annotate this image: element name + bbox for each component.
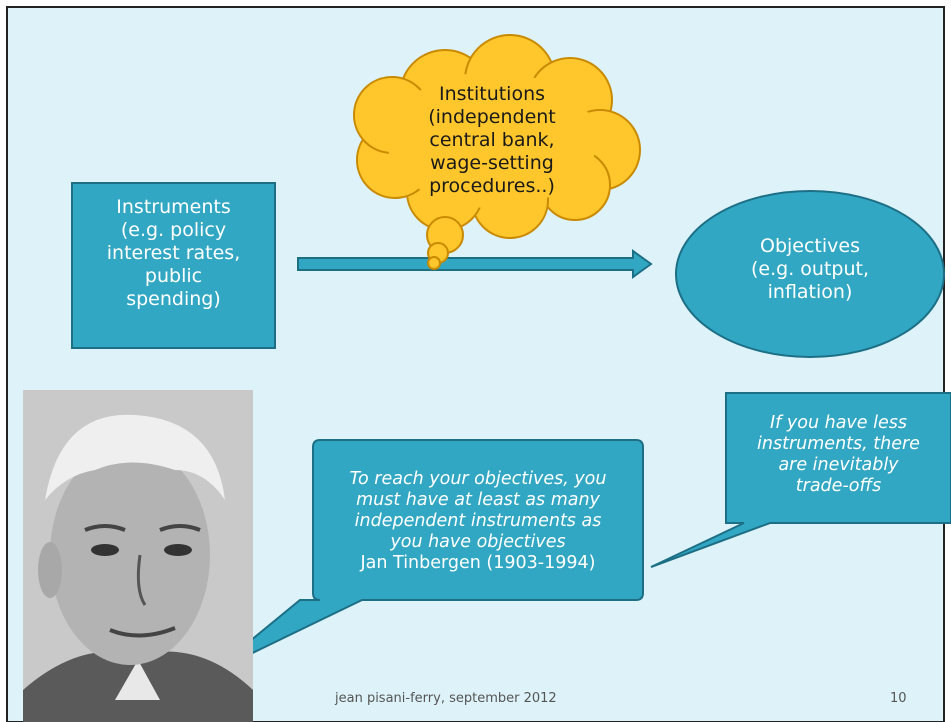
instruments-line-4: public (144, 265, 203, 287)
institutions-line-4: wage-setting (430, 152, 554, 174)
tradeoffs-line-3: are inevitably (778, 455, 899, 475)
institutions-line-5: procedures..) (429, 175, 555, 197)
objectives-ellipse (675, 190, 945, 358)
objectives-line-3: inflation) (767, 281, 853, 303)
instruments-box (71, 182, 276, 349)
tradeoffs-quote: If you have less instruments, there are … (726, 413, 951, 497)
instruments-line-3: interest rates, (106, 242, 241, 264)
quote-line-3: independent instruments as (354, 511, 602, 531)
institutions-label: Institutions (independent central bank, … (392, 83, 592, 198)
tradeoffs-line-2: instruments, there (757, 434, 920, 454)
quote-line-4: you have objectives (390, 532, 566, 552)
tinbergen-portrait (23, 390, 253, 722)
objectives-line-1: Objectives (760, 235, 860, 257)
instruments-line-2: (e.g. policy (120, 219, 227, 241)
institutions-line-3: central bank, (429, 129, 555, 151)
instruments-line-5: spending) (126, 288, 221, 310)
quote-attribution: Jan Tinbergen (1903-1994) (360, 553, 596, 573)
footer-author-date: jean pisani-ferry, september 2012 (335, 691, 557, 706)
tinbergen-quote: To reach your objectives, you must have … (313, 469, 643, 574)
quote-line-2: must have at least as many (356, 490, 600, 510)
arrow-instruments-to-objectives (297, 249, 653, 279)
objectives-line-2: (e.g. output, (751, 258, 869, 280)
quote-line-1: To reach your objectives, you (349, 469, 607, 489)
objectives-label: Objectives (e.g. output, inflation) (700, 235, 920, 304)
tradeoffs-callout (650, 392, 951, 568)
institutions-line-2: (independent (428, 106, 556, 128)
tinbergen-quote-callout (210, 439, 644, 674)
tradeoffs-line-1: If you have less (770, 413, 907, 433)
instruments-line-1: Instruments (116, 196, 231, 218)
page-number: 10 (890, 691, 907, 706)
tradeoffs-line-4: trade-offs (795, 476, 882, 496)
institutions-line-1: Institutions (438, 83, 546, 105)
instruments-label: Instruments (e.g. policy interest rates,… (72, 196, 275, 311)
institutions-cloud (353, 34, 641, 270)
